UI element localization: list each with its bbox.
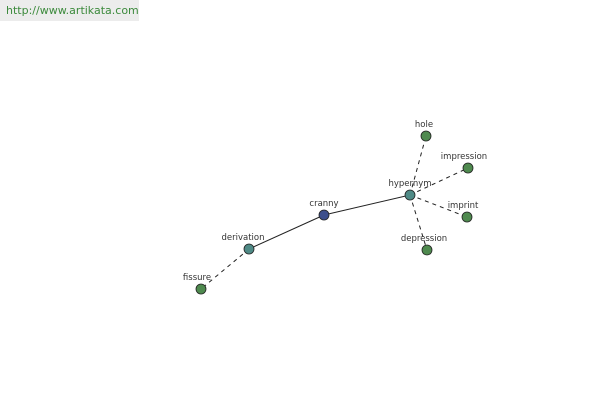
node-label-hypernym[interactable]: hypernym xyxy=(388,179,431,189)
edges-layer xyxy=(200,135,469,290)
node-circle-depression[interactable] xyxy=(421,244,433,256)
node-derivation[interactable]: derivation xyxy=(221,233,265,255)
node-label-fissure[interactable]: fissure xyxy=(183,273,211,283)
node-label-depression[interactable]: depression xyxy=(401,234,447,244)
edge-hypernym-imprint xyxy=(409,194,468,218)
edge-hypernym-depression xyxy=(409,194,428,251)
node-circle-derivation[interactable] xyxy=(243,243,255,255)
node-label-cranny[interactable]: cranny xyxy=(309,199,338,209)
node-depression[interactable]: depression xyxy=(401,234,447,256)
node-label-derivation[interactable]: derivation xyxy=(221,233,264,243)
node-label-imprint[interactable]: imprint xyxy=(448,201,479,211)
node-hypernym[interactable]: hypernym xyxy=(388,179,432,201)
node-imprint[interactable]: imprint xyxy=(448,201,479,223)
node-circle-cranny[interactable] xyxy=(318,209,330,221)
edge-hypernym-impression xyxy=(409,167,469,196)
node-label-hole[interactable]: hole xyxy=(415,120,433,130)
node-circle-fissure[interactable] xyxy=(195,283,207,295)
node-hole[interactable]: hole xyxy=(415,120,433,142)
node-fissure[interactable]: fissure xyxy=(183,273,211,295)
node-circle-imprint[interactable] xyxy=(461,211,473,223)
edge-cranny-hypernym xyxy=(323,194,411,216)
node-cranny[interactable]: cranny xyxy=(309,199,339,221)
node-circle-hypernym[interactable] xyxy=(404,189,416,201)
node-circle-impression[interactable] xyxy=(462,162,474,174)
edge-cranny-derivation xyxy=(248,214,325,250)
edge-hypernym-hole xyxy=(409,135,427,196)
source-url-banner[interactable]: http://www.artikata.com xyxy=(0,0,139,21)
node-impression[interactable]: impression xyxy=(441,152,487,174)
node-circle-hole[interactable] xyxy=(420,130,432,142)
node-label-impression[interactable]: impression xyxy=(441,152,487,162)
nodes-layer: cranny hypernym derivation hole impression im… xyxy=(183,120,487,295)
edge-derivation-fissure xyxy=(200,248,250,290)
